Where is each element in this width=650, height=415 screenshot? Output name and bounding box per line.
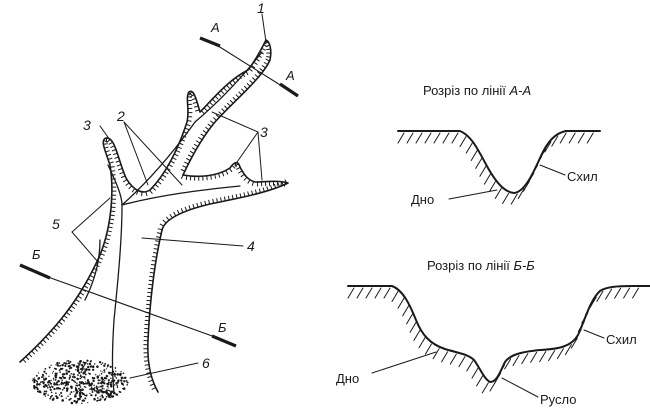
main-channel-line — [113, 205, 123, 392]
section-aa-slope-label: Схил — [567, 169, 598, 184]
marker-2: 2 — [116, 108, 125, 124]
section-bb-bottom-label: Дно — [336, 371, 359, 386]
section-aa-bottom-label: Дно — [411, 192, 434, 207]
section-bb-channel-leader — [502, 378, 538, 397]
section-aa-slope-leader — [540, 165, 565, 175]
section-bb-slope-label: Схил — [606, 332, 637, 347]
marker-6: 6 — [202, 355, 210, 371]
section-line-b: Б Б — [20, 247, 236, 346]
section-b-label-right: Б — [218, 320, 227, 335]
gully-edge-hatching — [23, 41, 287, 389]
marker-4: 4 — [247, 238, 255, 254]
section-aa-title: Розріз по лінії А-А — [423, 83, 531, 98]
marker-3-right: 3 — [260, 124, 268, 140]
gully-outer-edge — [20, 40, 288, 392]
section-bb-channel-label: Русло — [540, 392, 577, 407]
section-bb: Розріз по лінії Б-Б Дно Русло Схил — [336, 258, 650, 407]
gully-plan: А А Б Б 1 2 3 3 4 — [20, 0, 298, 404]
marker-5: 5 — [52, 216, 60, 232]
section-bb-slope-leader — [584, 330, 604, 338]
section-a-label-left: А — [210, 20, 220, 35]
section-aa: Розріз по лінії А-А Дно Схил — [398, 83, 600, 207]
alluvial-fan — [32, 360, 129, 405]
marker-3-left: 3 — [83, 117, 91, 133]
section-bb-profile — [348, 286, 650, 382]
section-a-label-right: А — [285, 68, 295, 83]
section-b-label-left: Б — [32, 247, 41, 262]
section-bb-bottom-leader — [372, 352, 436, 373]
marker-1: 1 — [257, 0, 265, 16]
section-bb-hatching — [348, 288, 639, 393]
section-aa-bottom-leader — [449, 190, 497, 199]
section-bb-title: Розріз по лінії Б-Б — [427, 258, 535, 273]
